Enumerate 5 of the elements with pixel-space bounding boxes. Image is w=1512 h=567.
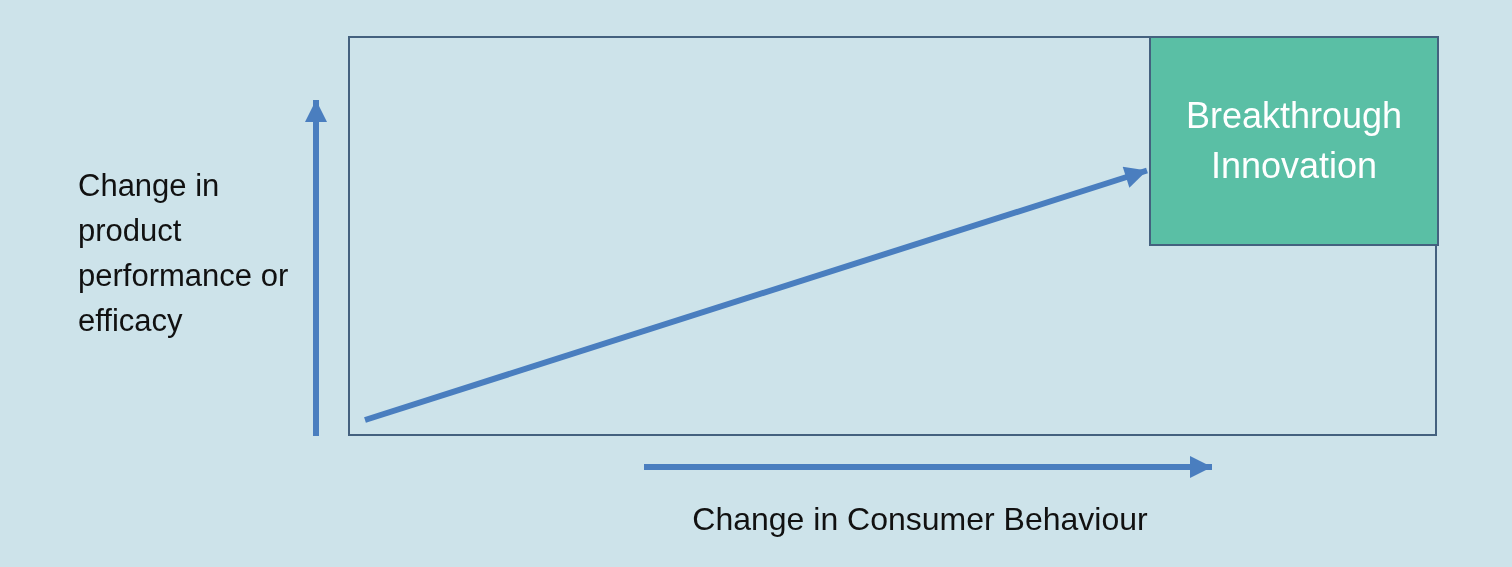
arrow [364,166,1148,423]
innovation-box: Breakthrough Innovation [1149,36,1439,246]
axis-label: Change in product performance or efficacy [78,167,290,340]
axis-label: Change in Consumer Behaviour [691,500,1149,539]
quadrant-frame [348,36,1437,436]
